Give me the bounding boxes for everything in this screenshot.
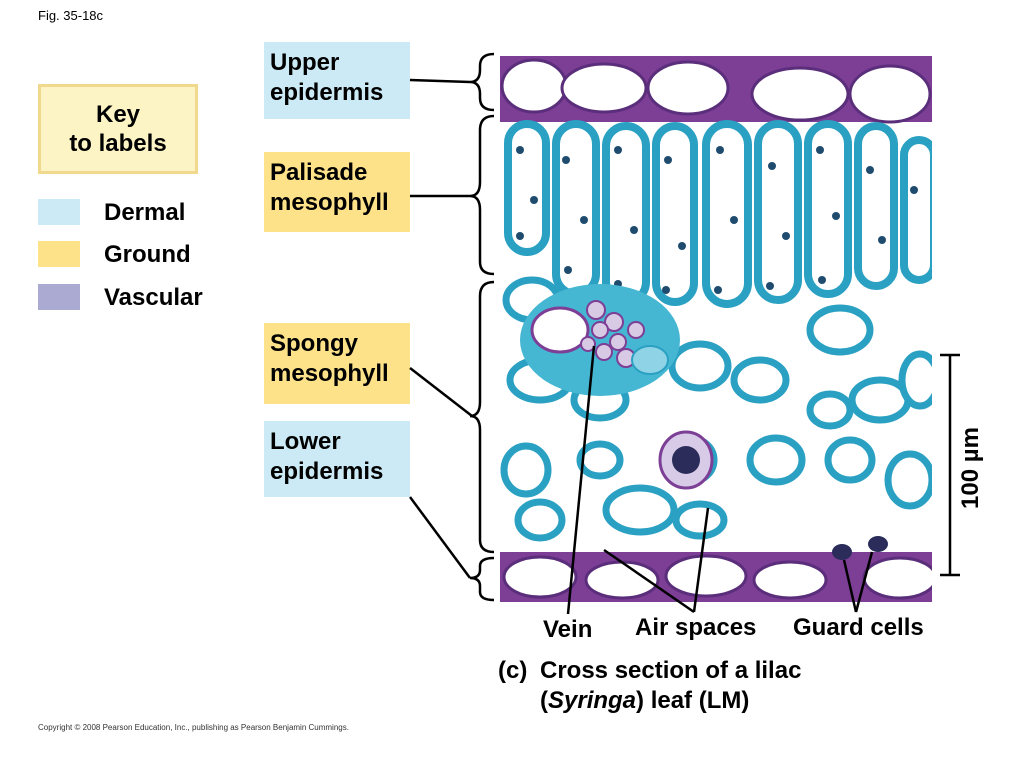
leader-lines [408, 78, 874, 615]
key-box: Key to labels [38, 84, 198, 174]
figure-label: Fig. 35-18c [38, 8, 104, 23]
leader-upper-epidermis [409, 78, 471, 84]
label-lower-epidermis-line1: Lower [270, 428, 341, 455]
label-guard-cells: Guard cells [793, 614, 924, 641]
brace-palisade [469, 114, 495, 276]
key-title-line1: Key [95, 101, 141, 128]
key-title-line2: to labels [69, 130, 167, 157]
label-vein: Vein [543, 616, 593, 643]
leader-guard-cell-2 [854, 551, 874, 613]
leader-vein [566, 345, 596, 615]
legend-label-dermal: Dermal [104, 199, 186, 226]
braces [469, 52, 495, 602]
label-upper-epidermis: Upper epidermis [264, 42, 410, 119]
caption-line2-rest: ) leaf (LM) [636, 687, 750, 714]
legend-swatch-dermal [38, 199, 80, 225]
leader-air-space-2 [692, 507, 710, 613]
legend-label-ground: Ground [104, 241, 191, 268]
legend-label-vascular: Vascular [104, 284, 203, 311]
leader-air-space-1 [603, 548, 695, 614]
guard-cells-micrograph [832, 536, 888, 560]
legend-swatch-ground [38, 241, 80, 267]
brace-lower-epidermis [469, 556, 495, 602]
palisade-cells [504, 120, 932, 308]
label-spongy-line2: mesophyll [270, 360, 389, 387]
caption-paren-open: ( [540, 687, 548, 714]
brace-upper-epidermis [469, 52, 495, 112]
caption-genus: Syringa [548, 687, 637, 714]
label-palisade-mesophyll: Palisade mesophyll [264, 152, 410, 232]
leader-guard-cell-1 [842, 559, 858, 613]
brace-spongy [469, 280, 495, 554]
leaf-micrograph [500, 52, 932, 602]
legend-swatch-vascular [38, 284, 80, 310]
caption-line2: (Syringa) leaf (LM) [540, 686, 801, 716]
caption: Cross section of a lilac (Syringa) leaf … [540, 656, 801, 716]
label-air-spaces: Air spaces [635, 614, 757, 641]
caption-line1: Cross section of a lilac [540, 657, 802, 684]
label-upper-epidermis-line1: Upper [270, 49, 340, 76]
label-palisade-line2: mesophyll [270, 189, 389, 216]
caption-tag: (c) [498, 657, 528, 684]
copyright-notice: Copyright © 2008 Pearson Education, Inc.… [38, 723, 349, 732]
label-lower-epidermis-line2: epidermis [270, 458, 384, 485]
label-upper-epidermis-line2: epidermis [270, 79, 384, 106]
leader-lower-epidermis [408, 496, 472, 579]
scale-bar [940, 353, 960, 577]
label-spongy-line1: Spongy [270, 330, 358, 357]
vein-bundle [520, 284, 680, 396]
leader-spongy [409, 367, 473, 417]
label-palisade-line1: Palisade [270, 159, 368, 186]
scale-bar-label: 100 µm [957, 427, 984, 509]
label-lower-epidermis: Lower epidermis [264, 421, 410, 497]
label-spongy-mesophyll: Spongy mesophyll [264, 323, 410, 404]
